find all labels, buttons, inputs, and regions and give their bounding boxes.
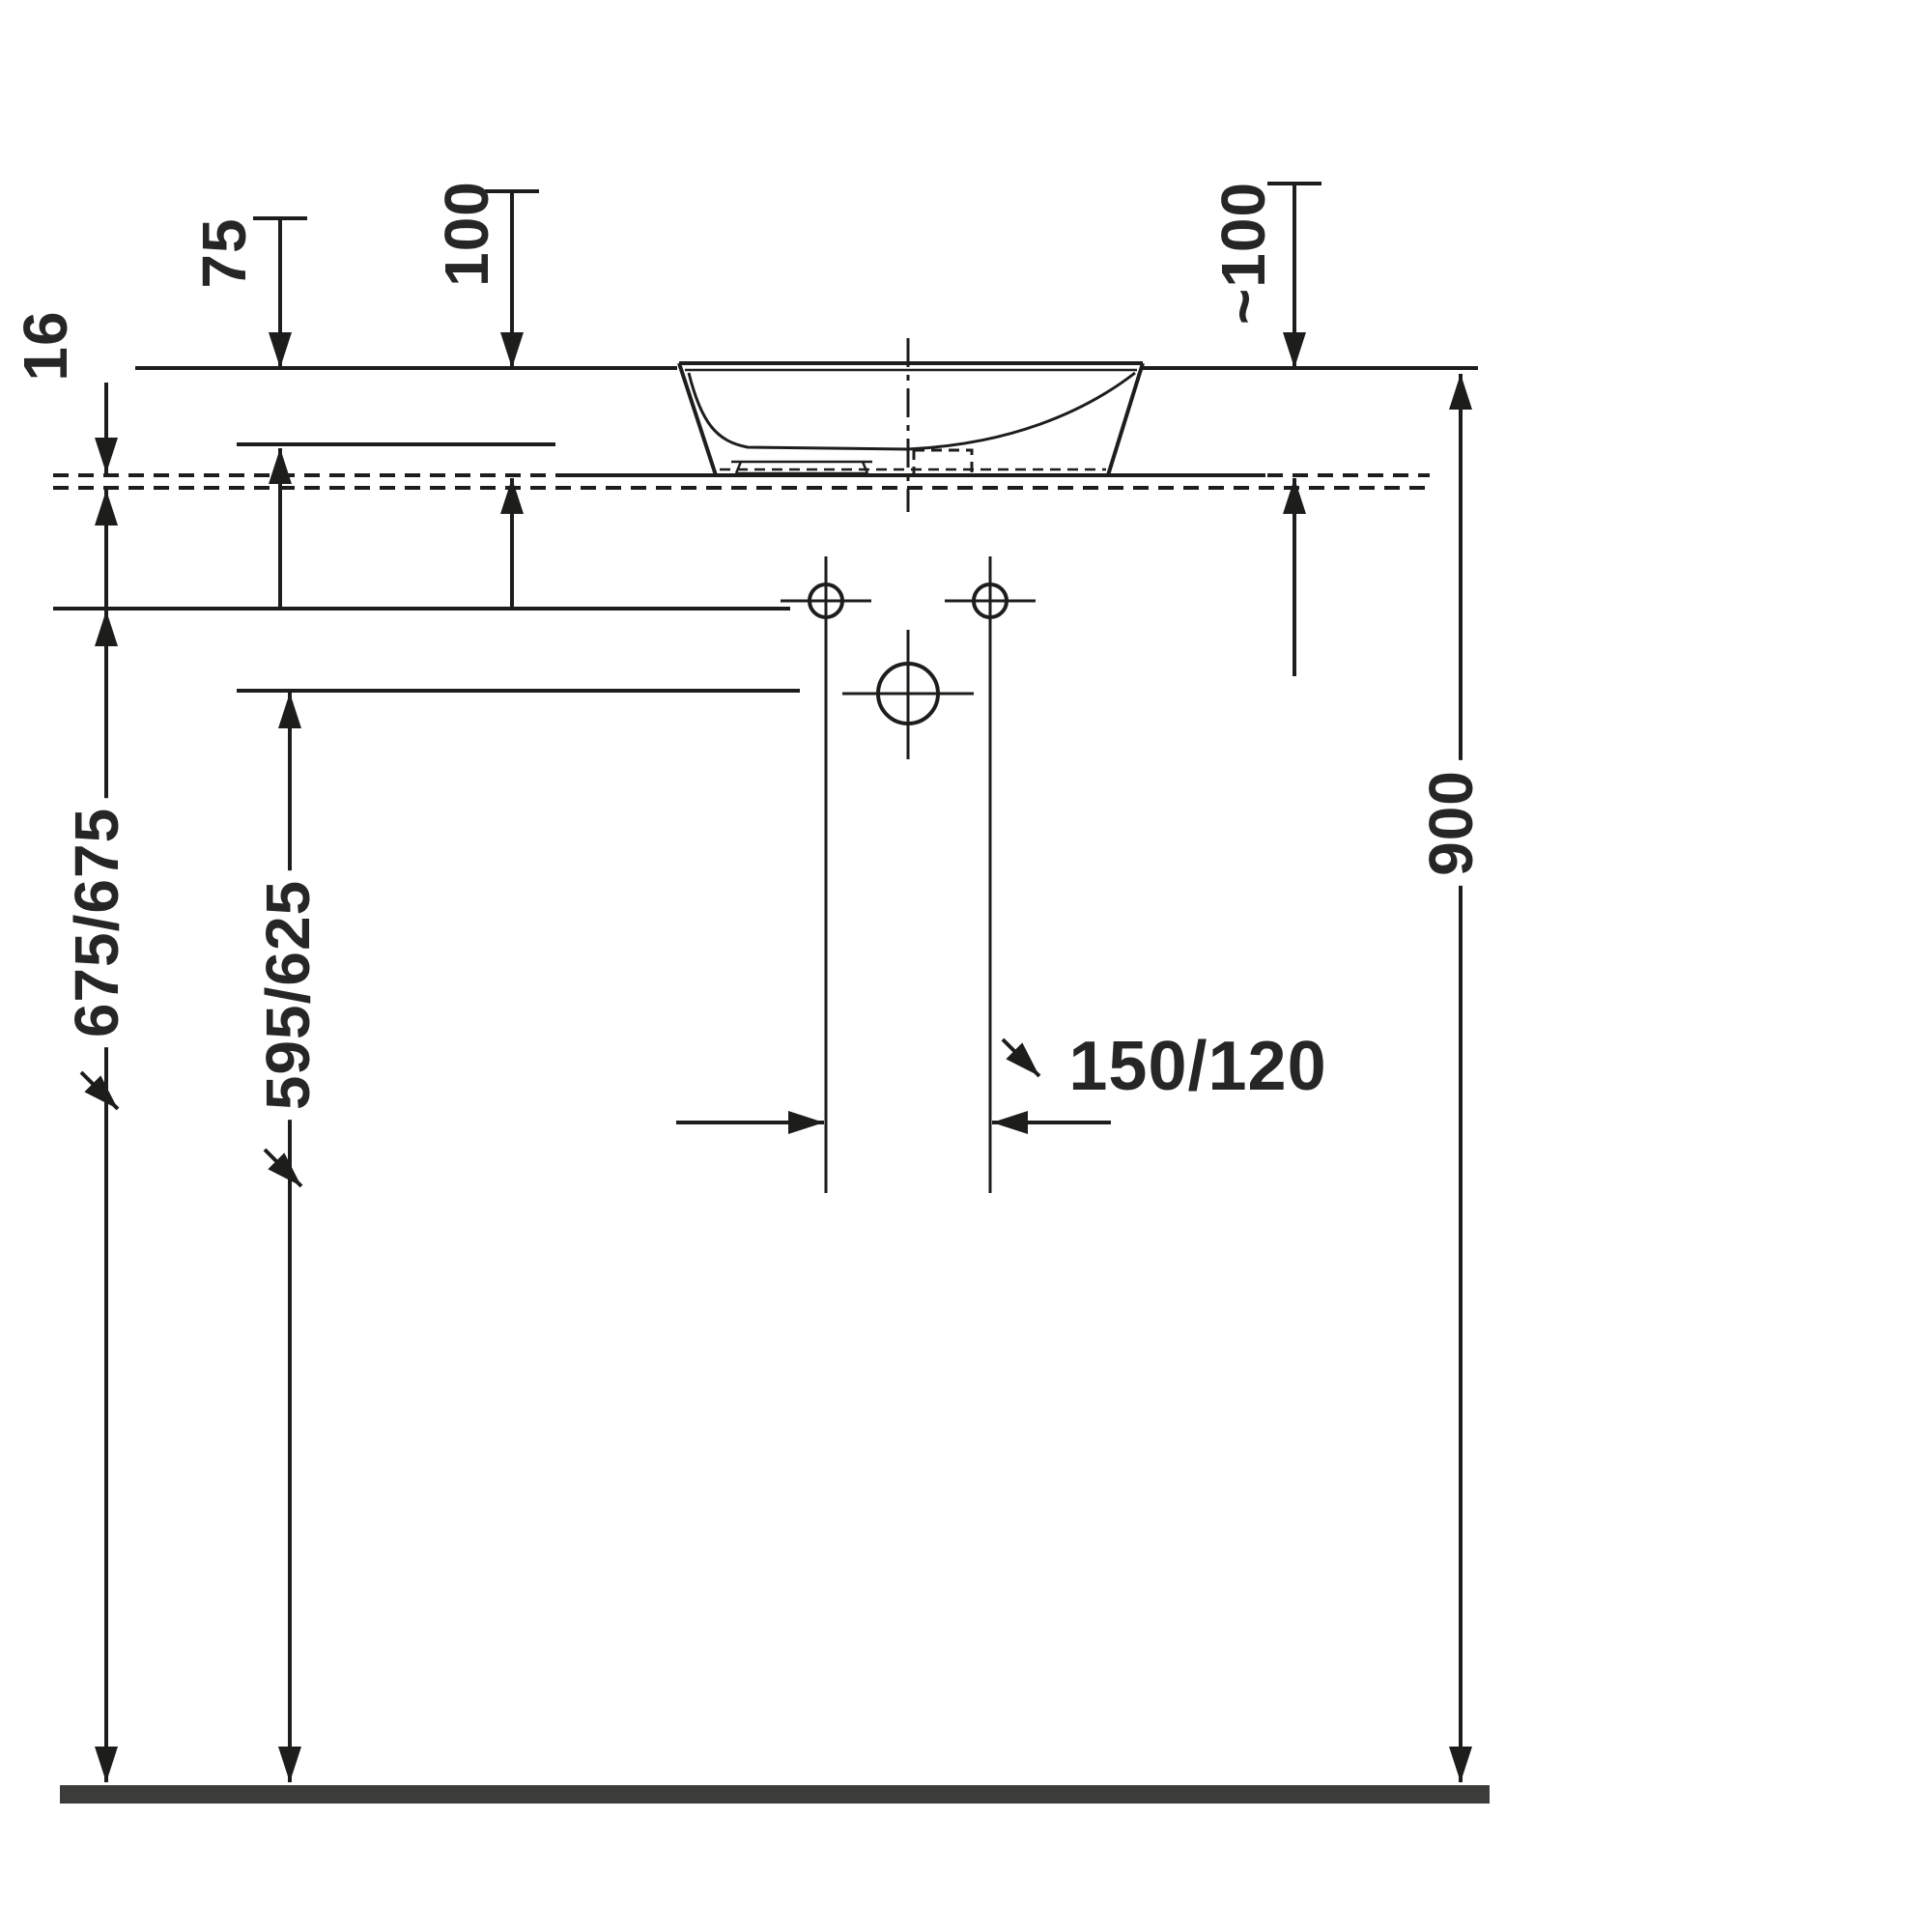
dim-label-100-left: 100	[432, 181, 501, 287]
dim-line-100-left	[485, 189, 539, 609]
variable-dimension-arrow-icon	[1001, 1037, 1041, 1078]
floor-line	[60, 1785, 1490, 1804]
variable-dimension-arrow-icon	[79, 1070, 120, 1111]
dim-label-16: 16	[11, 310, 80, 382]
dim-label-75: 75	[189, 217, 259, 289]
dim-line-100-right	[1267, 182, 1321, 676]
dim-label-595-625: 595/625	[253, 869, 323, 1121]
basin-outer-left	[677, 362, 718, 476]
dim-label-150-120: 150/120	[1068, 1028, 1327, 1105]
variable-dimension-arrow-icon	[263, 1148, 303, 1188]
basin-outer-right	[1106, 362, 1145, 476]
countertop-lines	[53, 366, 1478, 693]
basin-inner-bowl	[687, 371, 1136, 451]
dim-label-100-right: ~100	[1208, 181, 1278, 326]
basin-profile	[677, 338, 1145, 512]
dim-label-900: 900	[1416, 760, 1486, 886]
dimension-lines	[79, 182, 1472, 1782]
dim-label-675-675: 675/675	[62, 797, 131, 1048]
drain-hidden-outline	[912, 448, 974, 477]
mounting-holes	[781, 556, 1036, 1193]
floor-bar	[60, 1785, 1490, 1804]
basin-waste-cover	[731, 460, 872, 475]
dim-line-75	[253, 216, 307, 609]
